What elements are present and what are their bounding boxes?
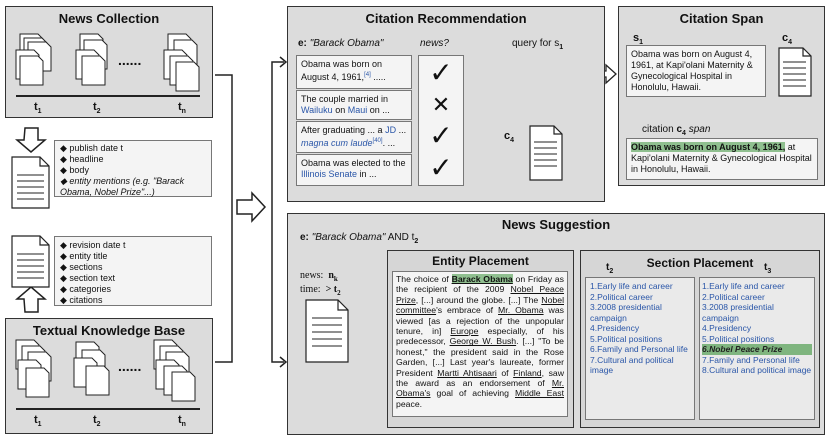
span-label: citation c4 span [642,124,711,137]
arrow-to-news [271,207,284,363]
news-field-2: ◆ body [60,165,89,175]
span-c4-label: c4 [782,32,793,47]
marks-column: ✓ ✕ ✓ ✓ [418,55,464,186]
check-icon: ✓ [429,120,453,151]
section-t2-label: t2 [606,262,614,275]
news-suggestion-title: News Suggestion [501,217,611,232]
kb-dots: ...... [118,358,142,374]
kb-title: Textual Knowledge Base [32,323,186,338]
section-placement-title: Section Placement [646,256,754,270]
left-bracket [215,74,233,363]
suggestion-time: time: > t2 [300,284,341,297]
news-field-1: ◆ headline [60,154,104,164]
sentence-3: Obama was elected to the Illinois Senate… [296,154,412,186]
kb-field-0: ◆ revision date t [60,240,126,250]
section-item: 3.2008 presidential campaign [590,302,662,323]
section-item: 1.Early life and career [590,281,673,291]
query-label: query for s1 [512,38,564,51]
news-t2: t2 [93,101,101,116]
section-t3-label: t3 [764,262,772,275]
sentence-1: The couple married in Wailuku on Maui on… [296,90,412,120]
news-tn: tn [178,101,186,116]
kb-tn: tn [178,414,186,429]
down-arrow [14,127,48,153]
citation-c4-label: c4 [504,130,515,145]
section-item: 6.Family and Personal life [590,344,688,354]
entity-placement-text: The choice of Barack Obama on Friday as … [392,271,568,417]
kb-fields-box: ◆ revision date t ◆ entity title ◆ secti… [54,236,212,306]
kb-field-3: ◆ section text [60,273,115,283]
arrow-to-citation [271,61,284,207]
suggestion-entity: e: "Barack Obama" AND t2 [300,232,419,245]
kb-field-5: ◆ citations [60,295,103,305]
kb-field-1: ◆ entity title [60,251,108,261]
entity-placement-title: Entity Placement [432,254,529,268]
kb-t2: t2 [93,414,101,429]
news-fields-box: ◆ publish date t ◆ headline ◆ body ◆ ent… [54,140,212,197]
section-item: 5.Political positions [590,333,663,344]
section-item: 7.Cultural and political image [590,354,674,376]
check-icon: ✓ [429,57,453,88]
section-item: 5.Political positions [702,333,775,344]
news-question: news? [420,38,449,49]
news-field-0: ◆ publish date t [60,143,123,153]
section-item: 2.Political career [702,291,765,302]
main-arrow [236,191,267,223]
citation-span-title: Citation Span [679,11,764,26]
section-item: 7.Family and Personal life [702,354,800,365]
section-list-t3: 1.Early life and career 2.Political care… [699,277,815,420]
kb-field-2: ◆ sections [60,262,103,272]
check-icon: ✓ [429,152,453,183]
news-dots: ...... [118,52,142,68]
section-item: 2.Political career [590,291,653,302]
suggestion-news: news: nk [300,270,338,283]
citation-rec-entity: e: "Barack Obama" [298,38,384,49]
span-s1-label: s1 [633,32,644,47]
news-t1: t1 [34,101,42,116]
kb-t1: t1 [34,414,42,429]
news-field-3: ◆ entity mentions (e.g. "Barack Obama, N… [60,176,185,197]
section-item: 1.Early life and career [702,281,785,291]
sentence-0: Obama was born on August 4, 1961,[4] ...… [296,55,412,89]
span-highlight-box: Obama was born on August 4, 1961, at Kap… [626,138,818,180]
news-collection-title: News Collection [58,11,160,26]
section-item: 4.Presidency [590,323,640,333]
citation-rec-title: Citation Recommendation [365,11,527,26]
section-list-t2: 1.Early life and career 2.Political care… [585,277,695,420]
sentence-2: After graduating ... a JD ... magna cum … [296,121,412,153]
section-item-highlighted: 6.Nobel Peace Prize [702,344,812,355]
up-arrow [14,286,48,313]
span-sentence-box: Obama was born on August 4, 1961, at Kap… [626,45,766,97]
cross-icon: ✕ [431,92,451,117]
section-item: 4.Presidency [702,323,752,333]
section-item: 8.Cultural and political image [702,365,812,375]
section-item: 3.2008 presidential campaign [702,302,774,323]
kb-field-4: ◆ categories [60,284,111,294]
